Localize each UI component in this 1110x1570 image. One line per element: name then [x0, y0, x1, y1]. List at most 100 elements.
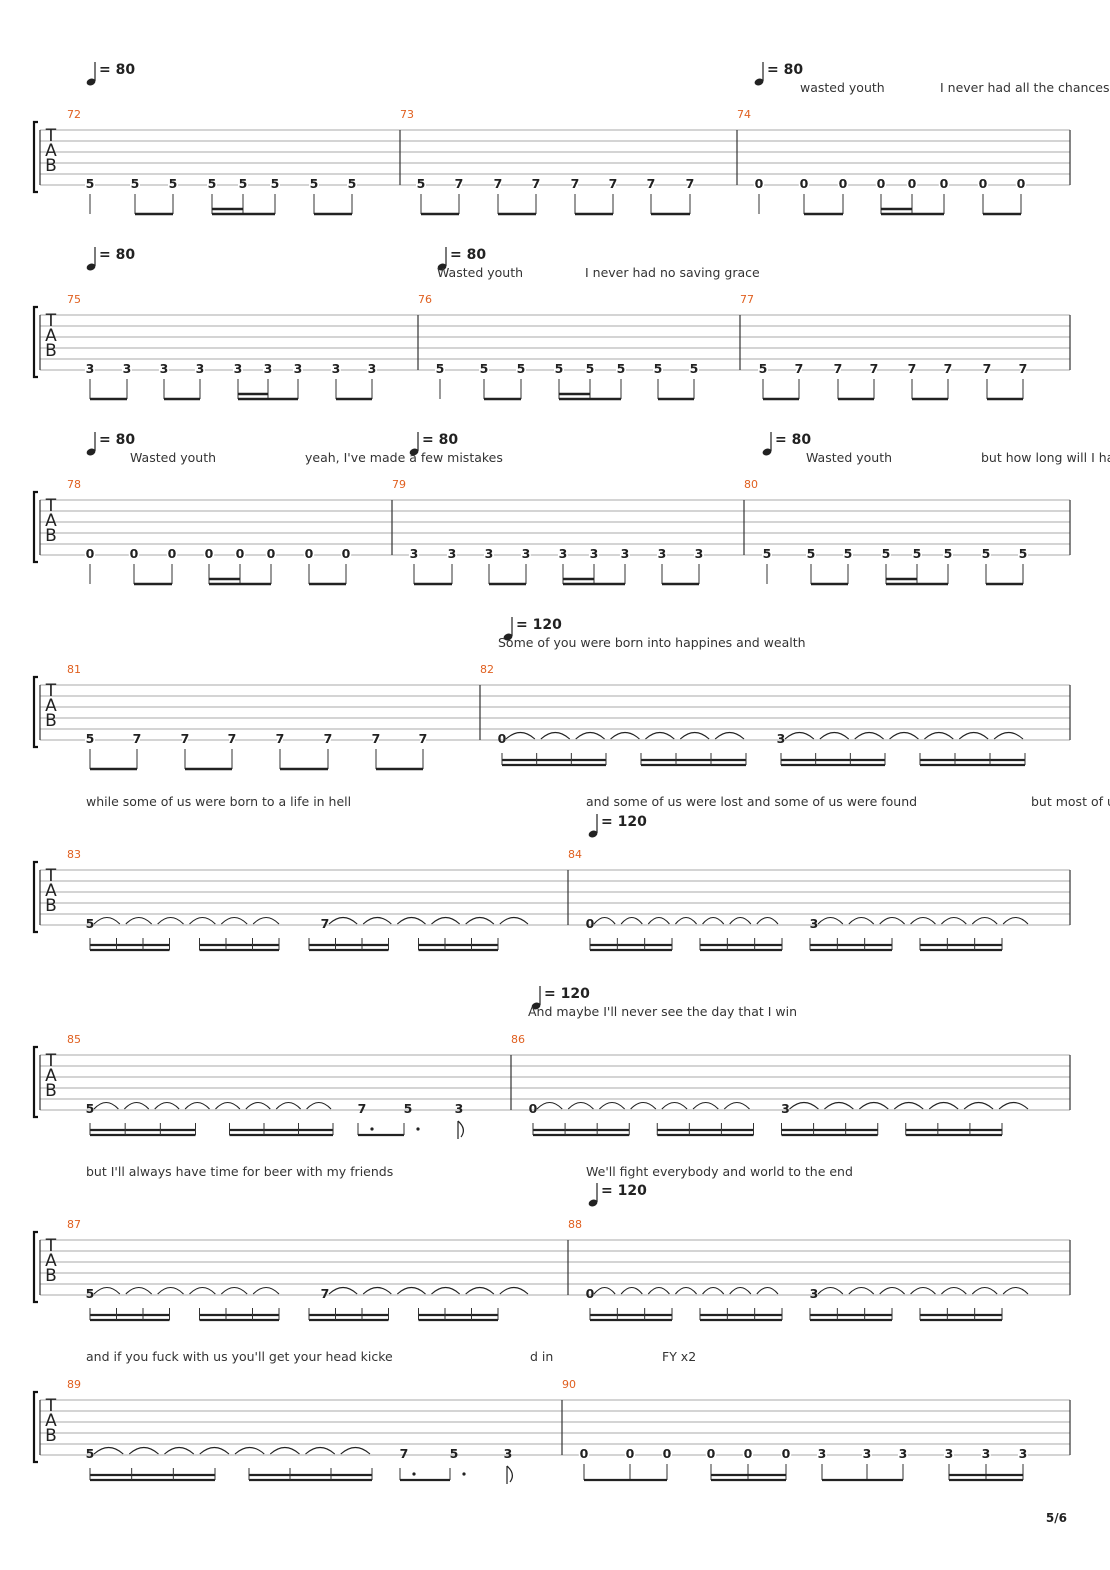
lyric-text: and some of us were lost and some of us …	[586, 794, 917, 809]
tie	[340, 1446, 371, 1455]
tab-clef-letter: B	[45, 1266, 57, 1286]
tie	[824, 1101, 854, 1110]
fret-number: 0	[908, 176, 917, 191]
tempo-mark: = 80	[86, 247, 135, 271]
tie	[252, 916, 280, 925]
page-number: 5/6	[1046, 1511, 1067, 1525]
tie	[756, 1286, 779, 1295]
fret-number: 0	[86, 546, 95, 561]
quarter-note-icon	[409, 448, 419, 456]
tie	[465, 1286, 495, 1295]
fret-number: 0	[267, 546, 276, 561]
fret-number: 0	[626, 1446, 635, 1461]
staff-bracket	[32, 490, 38, 564]
fret-number: 7	[795, 361, 804, 376]
tie	[93, 1101, 119, 1110]
tie	[928, 1101, 959, 1110]
fret-number: 0	[498, 731, 507, 746]
tie	[220, 1286, 248, 1295]
fret-number: 0	[586, 916, 595, 931]
tie	[431, 1286, 461, 1295]
fret-number: 3	[559, 546, 568, 561]
tie	[215, 1101, 241, 1110]
dot	[412, 1472, 416, 1476]
fret-number: 3	[982, 1446, 991, 1461]
tempo-mark: = 80	[86, 432, 135, 456]
measure-number: 81	[67, 663, 81, 676]
fret-number: 3	[448, 546, 457, 561]
fret-number: 0	[782, 1446, 791, 1461]
fret-number: 5	[86, 1446, 95, 1461]
fret-number: 3	[410, 546, 419, 561]
tie	[661, 1101, 688, 1110]
tie	[123, 1101, 150, 1110]
fret-number: 5	[131, 176, 140, 191]
staff-bracket	[32, 675, 38, 749]
tempo-mark: = 80	[754, 62, 803, 86]
staff-bracket	[32, 1230, 38, 1304]
tie	[396, 1286, 426, 1295]
tab-clef-letter: B	[45, 341, 57, 361]
fret-number: 5	[450, 1446, 459, 1461]
tie	[599, 1101, 626, 1110]
fret-number: 3	[590, 546, 599, 561]
measure-number: 87	[67, 1218, 81, 1231]
tie	[328, 916, 358, 925]
tie	[499, 916, 529, 925]
tab-clef-letter: A	[45, 326, 57, 346]
measure-number: 72	[67, 108, 81, 121]
tie	[128, 1446, 159, 1455]
fret-number: 0	[707, 1446, 716, 1461]
fret-number: 0	[586, 1286, 595, 1301]
tab-clef-letter: B	[45, 156, 57, 176]
tie	[854, 731, 884, 740]
measure-number: 80	[744, 478, 758, 491]
fret-number: 0	[755, 176, 764, 191]
tie	[234, 1446, 265, 1455]
fret-number: 3	[160, 361, 169, 376]
tab-clef-letter: T	[45, 681, 57, 701]
fret-number: 5	[86, 916, 95, 931]
fret-number: 7	[944, 361, 953, 376]
fret-number: 5	[208, 176, 217, 191]
fret-number: 7	[686, 176, 695, 191]
fret-number: 3	[621, 546, 630, 561]
tab-clef-letter: B	[45, 711, 57, 731]
fret-number: 7	[276, 731, 285, 746]
fret-number: 5	[348, 176, 357, 191]
tempo-marking: = 120	[601, 814, 647, 830]
tie	[702, 1286, 725, 1295]
tab-clef-letter: A	[45, 1066, 57, 1086]
lyric-text: We'll fight everybody and world to the e…	[586, 1164, 853, 1179]
measure-number: 75	[67, 293, 81, 306]
measure-number: 86	[511, 1033, 525, 1046]
tie	[848, 1286, 875, 1295]
fret-number: 5	[480, 361, 489, 376]
fret-number: 5	[759, 361, 768, 376]
tie	[924, 731, 954, 740]
tab-clef-letter: A	[45, 881, 57, 901]
fret-number: 3	[777, 731, 786, 746]
tie	[848, 916, 875, 925]
fret-number: 7	[571, 176, 580, 191]
fret-number: 7	[358, 1101, 367, 1116]
tab-clef-letter: A	[45, 1411, 57, 1431]
tie	[910, 1286, 936, 1295]
fret-number: 7	[494, 176, 503, 191]
tie	[275, 1101, 302, 1110]
fret-number: 0	[236, 546, 245, 561]
tie	[93, 916, 121, 925]
tie	[1002, 1286, 1029, 1295]
measure-number: 83	[67, 848, 81, 861]
lyric-text: And maybe I'll never see the day that I …	[528, 1004, 797, 1019]
tempo-marking: = 120	[516, 617, 562, 633]
fret-number: 5	[517, 361, 526, 376]
fret-number: 5	[944, 546, 953, 561]
fret-number: 5	[239, 176, 248, 191]
